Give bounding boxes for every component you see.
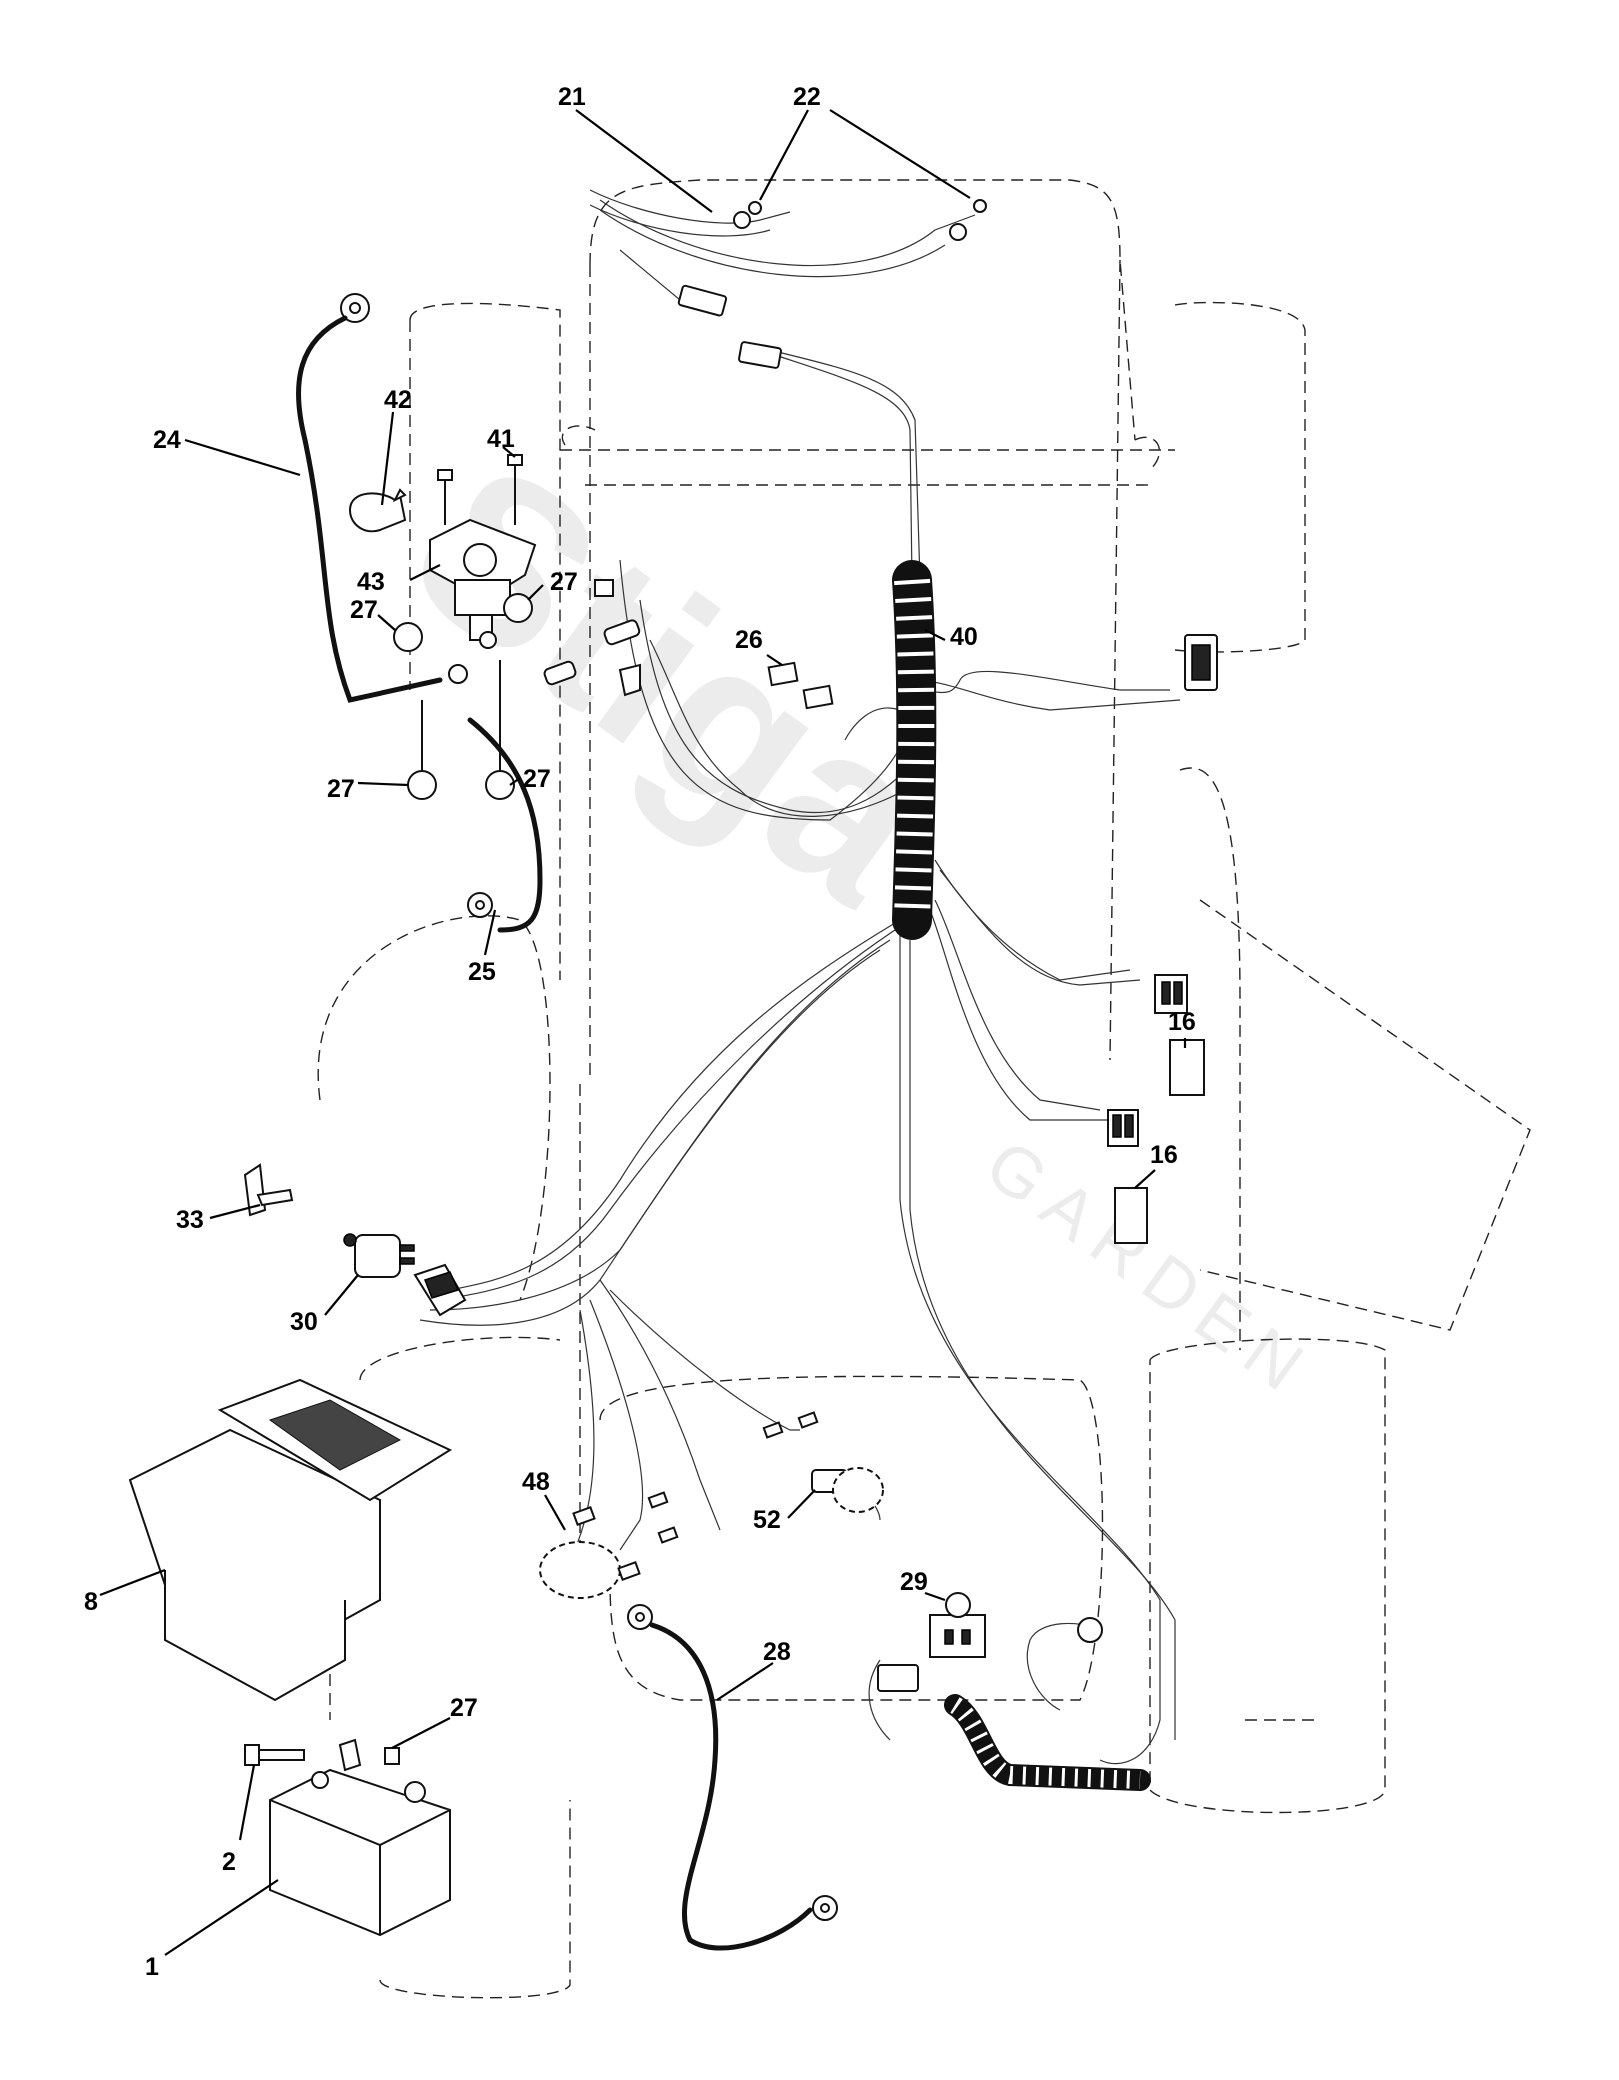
coiled-cord <box>944 1694 1151 1791</box>
callout-42: 42 <box>384 386 412 414</box>
conduit-40 <box>892 560 937 940</box>
callout-27-a: 27 <box>350 596 378 624</box>
callouts: 21 22 24 42 41 43 27 27 27 27 26 40 25 1… <box>84 83 1196 1981</box>
ignition-switch-30 <box>343 1233 467 1317</box>
callout-27-e: 27 <box>450 1694 478 1722</box>
lamp-harness-21-22 <box>677 199 987 369</box>
nuts-27 <box>407 660 515 800</box>
callout-22: 22 <box>793 83 821 111</box>
callout-24: 24 <box>153 426 181 454</box>
cable-25 <box>467 717 543 933</box>
callout-40: 40 <box>950 623 978 651</box>
bulb-48 <box>539 1491 679 1599</box>
bulb-52 <box>762 1411 884 1513</box>
callout-33: 33 <box>176 1206 204 1234</box>
boot-42 <box>348 488 407 533</box>
bolt-2 <box>244 1738 400 1772</box>
callout-8: 8 <box>84 1588 98 1616</box>
wire-harness <box>419 189 1181 1765</box>
callout-29: 29 <box>900 1568 928 1596</box>
callout-26: 26 <box>735 626 763 654</box>
callout-41: 41 <box>487 425 515 453</box>
callout-48: 48 <box>522 1468 550 1496</box>
callout-2: 2 <box>222 1848 236 1876</box>
key-33 <box>243 1163 294 1217</box>
battery-1 <box>269 1768 451 1937</box>
battery-cable-24 <box>296 293 443 703</box>
callout-43: 43 <box>357 568 385 596</box>
callout-21: 21 <box>558 83 586 111</box>
connectors-16 <box>1107 974 1205 1244</box>
callout-16-a: 16 <box>1168 1008 1196 1036</box>
switch-29 <box>877 1592 1103 1692</box>
callout-27-c: 27 <box>327 775 355 803</box>
terminals <box>543 579 641 697</box>
callout-28: 28 <box>763 1638 791 1666</box>
right-connector <box>1184 634 1218 691</box>
callout-27-b: 27 <box>550 568 578 596</box>
callout-1: 1 <box>145 1953 159 1981</box>
leader-lines <box>99 109 1187 1956</box>
ground-cable-28 <box>627 1604 838 1951</box>
callout-30: 30 <box>290 1308 318 1336</box>
battery-box-8 <box>128 1378 453 1702</box>
callout-16-b: 16 <box>1150 1141 1178 1169</box>
callout-27-d: 27 <box>523 765 551 793</box>
tractor-outline <box>317 179 1531 1999</box>
solenoid-43 <box>393 454 537 652</box>
callout-52: 52 <box>753 1506 781 1534</box>
callout-25: 25 <box>468 958 496 986</box>
